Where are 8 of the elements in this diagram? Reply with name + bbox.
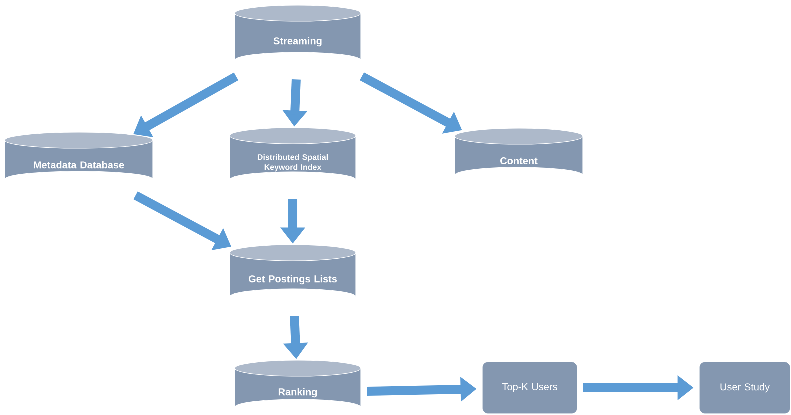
cylinder-node: Streaming	[234, 5, 362, 61]
rounded-box: User Study	[700, 362, 790, 414]
rounded-box: Top-K Users	[482, 362, 578, 414]
cylinder-node: Ranking	[234, 360, 362, 408]
cylinder-node: Content	[454, 128, 584, 176]
cylinder-node: Get Postings Lists	[230, 244, 356, 298]
cylinder-node: Distributed Spatial Keyword Index	[230, 128, 356, 180]
cylinder-node: Metadata Database	[4, 132, 154, 180]
